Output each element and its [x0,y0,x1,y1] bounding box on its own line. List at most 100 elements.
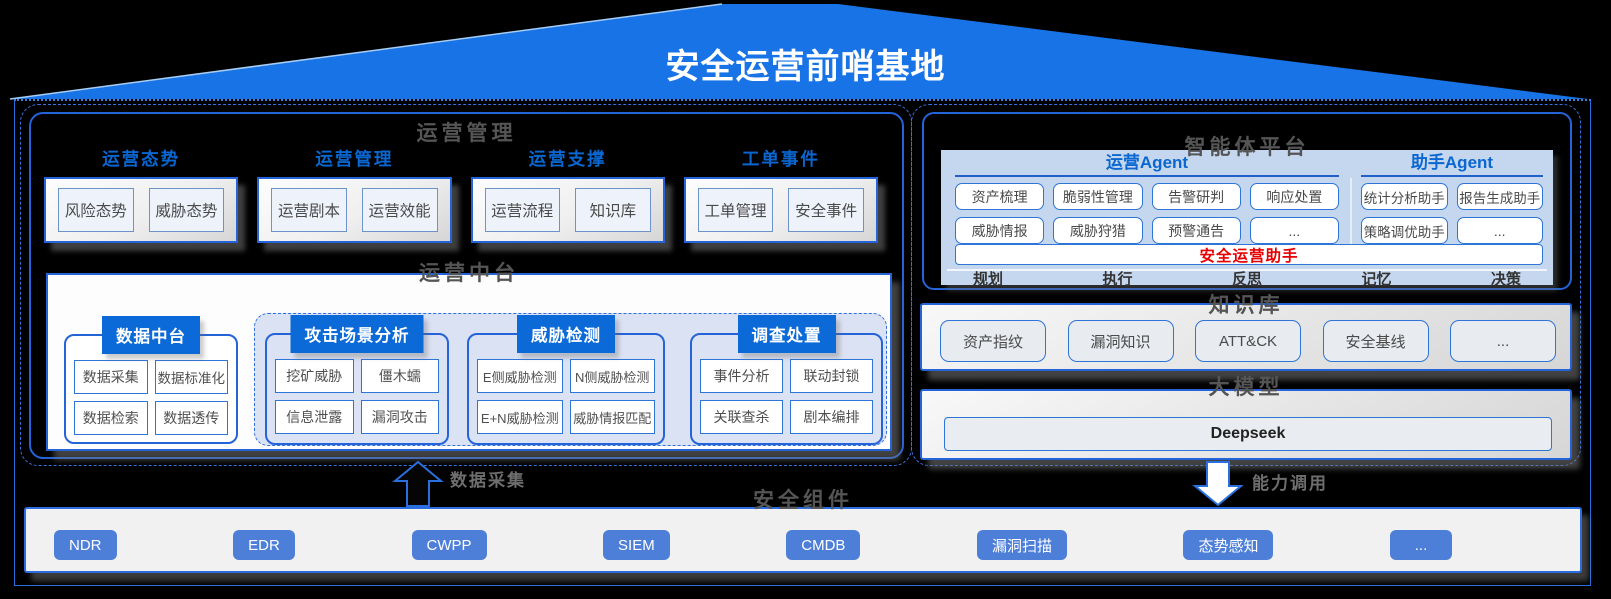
ops-group-box: 运营剧本运营效能 [257,177,452,243]
component-button: ... [1390,530,1452,560]
ops-agent-group: 运营Agent 资产梳理脆弱性管理告警研判响应处置威胁情报威胁狩猎预警通告... [955,153,1339,244]
capability-call-label: 能力调用 [1252,474,1328,493]
mid-item: 信息泄露 [275,400,354,434]
mid-group-header: 调查处置 [737,315,836,353]
roof-banner [9,3,1588,100]
data-center-group: 数据中台 数据采集数据标准化数据检索数据透传 [64,316,238,444]
component-button: 漏洞扫描 [976,530,1067,560]
agent-phase-label: 执行 [1102,271,1133,288]
agent-phase-label: 规划 [973,271,1004,288]
data-center-header: 数据中台 [102,316,200,354]
mid-group-grid: 挖矿威胁僵木蠕信息泄露漏洞攻击 [267,335,447,434]
ops-group-item: 风险态势 [58,188,134,232]
agent-item: 预警通告 [1151,217,1241,244]
ops-mgmt-title: 运营管理 [416,122,517,145]
ops-agent-underline [955,175,1339,177]
ops-group-box: 运营流程知识库 [470,177,665,243]
agent-phase-label: 反思 [1231,271,1262,288]
agent-platform-panel [922,112,1572,290]
ops-group-item: 威胁态势 [148,188,225,232]
agent-row: 资产梳理脆弱性管理告警研判响应处置 [955,183,1339,210]
agent-row: 统计分析助手报告生成助手 [1361,183,1543,210]
ops-group-item: 运营流程 [484,188,561,232]
left-column-panel [29,112,904,459]
ops-group: 运营态势风险态势威胁态势 [44,148,239,244]
data-collect-label: 数据采集 [450,471,526,490]
ops-agent-label: 运营Agent [1105,153,1189,172]
agent-item: 统计分析助手 [1361,183,1448,210]
mid-item: 威胁情报匹配 [569,400,655,434]
ops-group-label: 运营态势 [102,149,181,169]
ops-group: 运营管理运营剧本运营效能 [257,148,452,244]
mid-group-header: 威胁检测 [517,315,615,353]
ops-group-box: 风险态势威胁态势 [44,177,239,243]
agent-item: 响应处置 [1249,183,1339,210]
page-title: 安全运营前哨基地 [665,48,946,86]
ops-mid-title: 运营中台 [419,262,519,285]
mid-item: 联动封锁 [790,359,873,393]
agent-phase-label: 记忆 [1361,271,1392,288]
down-arrow-icon [1192,461,1244,507]
agent-item: 威胁狩猎 [1053,217,1143,244]
mid-item: 剧本编排 [790,400,873,434]
agent-platform-title: 智能体平台 [1184,136,1310,159]
agent-platform-box: 运营Agent 资产梳理脆弱性管理告警研判响应处置威胁情报威胁狩猎预警通告...… [941,150,1553,288]
components-title: 安全组件 [753,489,853,512]
ops-group-item: 安全事件 [788,188,864,232]
mid-item: 事件分析 [700,359,783,393]
knowledge-title: 知识库 [1208,294,1284,317]
knowledge-item: 漏洞知识 [1067,320,1174,362]
component-button: SIEM [603,530,670,560]
mid-item: 数据标准化 [154,360,228,394]
right-column-dashed-border [911,104,1581,466]
ops-mgmt-groups: 运营态势风险态势威胁态势运营管理运营剧本运营效能运营支撑运营流程知识库工单事件工… [44,148,878,244]
mid-item: N侧威胁检测 [569,359,655,393]
llm-panel: Deepseek [920,389,1572,460]
mid-item: 数据检索 [74,401,148,435]
knowledge-item: ... [1450,320,1556,362]
assist-agent-label: 助手Agent [1410,153,1494,172]
ops-group-item: 工单管理 [697,188,774,232]
component-button: CWPP [411,530,487,560]
mid-item: 僵木蠕 [360,359,439,393]
mid-item: 挖矿威胁 [275,359,354,393]
ops-group: 运营支撑运营流程知识库 [470,148,665,244]
mid-dashed-group: 调查处置事件分析联动封锁关联查杀剧本编排 [690,315,883,445]
agent-item: 告警研判 [1151,183,1241,210]
outer-frame [14,99,1591,586]
agent-row: 策略调优助手... [1361,217,1543,244]
knowledge-item: 资产指纹 [940,320,1046,362]
agent-groups-divider [1350,178,1352,248]
ops-group-item: 知识库 [575,188,651,232]
agent-item: 策略调优助手 [1361,217,1448,244]
agent-row: 威胁情报威胁狩猎预警通告... [955,217,1339,244]
mid-item: 数据采集 [74,360,148,394]
agent-phase-label: 决策 [1490,271,1521,288]
ops-mid-panel: 数据中台 数据采集数据标准化数据检索数据透传 攻击场景分析挖矿威胁僵木蠕信息泄露… [46,273,892,451]
llm-title: 大模型 [1208,376,1284,399]
agent-item: 脆弱性管理 [1053,183,1143,210]
component-button: NDR [54,530,117,560]
agent-item: 威胁情报 [955,217,1045,244]
security-ops-assistant-bar: 安全运营助手 [955,244,1543,265]
ops-group-label: 工单事件 [741,149,820,169]
ops-group-label: 运营管理 [315,149,394,169]
agent-item: 报告生成助手 [1456,183,1543,210]
assist-agent-underline [1361,175,1543,177]
agent-item: ... [1249,217,1339,244]
component-button: EDR [233,530,296,560]
knowledge-item: 安全基线 [1322,320,1429,362]
component-button: CMDB [786,530,861,560]
data-center-grid: 数据采集数据标准化数据检索数据透传 [66,336,236,435]
agent-item: ... [1456,217,1543,244]
ops-group-box: 工单管理安全事件 [683,177,878,243]
ops-group-label: 运营支撑 [528,149,607,169]
up-arrow-icon [392,460,444,507]
